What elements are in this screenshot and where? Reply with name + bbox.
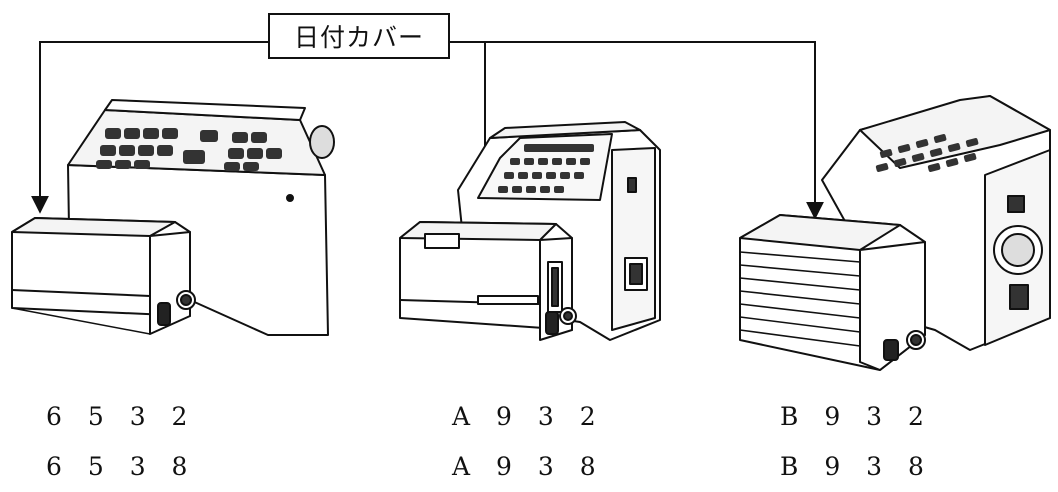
model-numbers-printer-3: B 9 3 2 B 9 3 8 [780,392,933,492]
printer-2-illustration [399,121,661,341]
model-numbers-printer-1: 6 5 3 2 6 5 3 8 [46,392,196,492]
date-cover-callout: 日付カバー [268,13,450,59]
model-number: 6 5 3 2 [46,402,197,431]
printer-1-illustration [11,99,335,336]
model-number: A 9 3 8 [452,452,605,481]
model-number: B 9 3 2 [780,402,933,431]
diagram-canvas [11,41,1051,371]
model-number: A 9 3 2 [452,402,605,431]
leader-line-left [31,41,268,214]
printer-3-illustration [739,95,1051,371]
model-numbers-printer-2: A 9 3 2 A 9 3 8 [452,392,605,492]
leader-line-right [450,41,824,220]
model-number: B 9 3 8 [780,452,933,481]
date-cover-label: 日付カバー [293,23,424,52]
model-number: 6 5 3 8 [46,452,197,481]
